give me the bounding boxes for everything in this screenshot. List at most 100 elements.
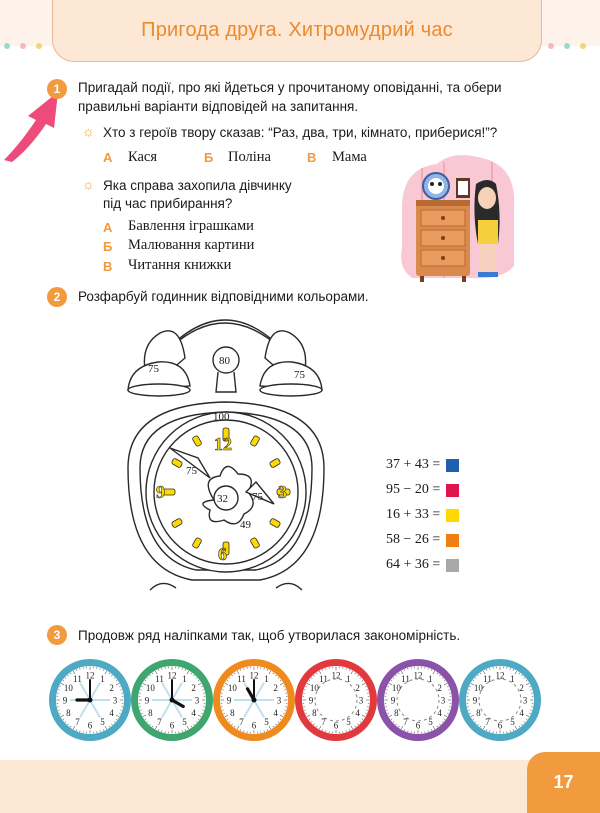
dial-tick bbox=[190, 672, 192, 675]
dial-tick bbox=[104, 670, 108, 675]
dial-tick bbox=[152, 672, 154, 675]
dial-tick bbox=[310, 721, 313, 723]
dial-tick bbox=[398, 725, 400, 728]
answer-option[interactable]: Кася bbox=[128, 149, 158, 165]
dial-tick bbox=[316, 672, 318, 675]
dial-tick bbox=[398, 672, 400, 675]
dial-tick bbox=[70, 672, 72, 675]
dial-number: 12 bbox=[496, 671, 505, 681]
dial-tick bbox=[529, 686, 531, 688]
answer-option[interactable]: Поліна bbox=[228, 149, 271, 165]
dial-tick bbox=[447, 712, 449, 714]
hand-pivot bbox=[169, 697, 175, 703]
dial-tick bbox=[223, 712, 225, 714]
dial-tick bbox=[62, 680, 65, 682]
dial-tick bbox=[64, 677, 67, 679]
alarm-clock-drawing: 12 3 6 9 75 75 80 100 75 32 75 49 bbox=[127, 319, 325, 591]
dial-tick bbox=[283, 686, 285, 688]
dial-tick bbox=[477, 723, 479, 726]
dial-number: 10 bbox=[474, 683, 484, 693]
dial-tick bbox=[197, 680, 200, 682]
dial-tick bbox=[486, 729, 488, 731]
dial-number: 2 bbox=[437, 683, 442, 693]
dial-tick bbox=[441, 721, 444, 723]
color-swatch-orange bbox=[446, 533, 460, 547]
sticker-placeholder[interactable] bbox=[396, 678, 440, 722]
dial-tick bbox=[436, 672, 438, 675]
dial-tick bbox=[392, 677, 395, 679]
sticker-placeholder[interactable] bbox=[314, 678, 358, 722]
dial-tick bbox=[201, 686, 203, 688]
dial-number: 3 bbox=[441, 696, 446, 706]
dial-number: 12 bbox=[86, 671, 95, 681]
dial-tick bbox=[390, 718, 393, 720]
label-right-petal: 75 bbox=[252, 491, 264, 503]
option-letter: В bbox=[103, 259, 113, 274]
dial-tick bbox=[365, 712, 367, 714]
dial-tick bbox=[195, 677, 198, 679]
sticker-placeholder[interactable] bbox=[478, 678, 522, 722]
dial-tick bbox=[354, 672, 356, 675]
dial-tick bbox=[277, 721, 280, 723]
dial-tick bbox=[439, 674, 441, 677]
dial-tick bbox=[350, 670, 354, 675]
dial-tick bbox=[141, 686, 143, 688]
dial-tick bbox=[354, 725, 356, 728]
dial-tick bbox=[529, 712, 531, 714]
dial-number: 4 bbox=[519, 708, 524, 718]
dial-number: 1 bbox=[346, 674, 351, 684]
dial-number: 10 bbox=[310, 683, 320, 693]
dial-tick bbox=[305, 686, 307, 688]
dial-tick bbox=[359, 677, 362, 679]
dial-number: 11 bbox=[319, 674, 328, 684]
answer-option[interactable]: Бавлення іграшками bbox=[128, 218, 254, 234]
dial-tick bbox=[231, 723, 233, 726]
dial-number: 12 bbox=[168, 671, 177, 681]
answer-option[interactable]: Мама bbox=[332, 149, 367, 165]
dial-tick bbox=[392, 721, 395, 723]
dial-tick bbox=[272, 672, 274, 675]
dial-tick bbox=[142, 682, 147, 686]
dial-tick bbox=[361, 714, 366, 718]
answer-option[interactable]: Читання книжки bbox=[128, 257, 232, 273]
dial-tick bbox=[390, 680, 393, 682]
dial-tick bbox=[240, 729, 242, 731]
dial-tick bbox=[514, 670, 518, 675]
dial-tick bbox=[306, 714, 311, 718]
answer-option[interactable]: Малювання картини bbox=[128, 237, 255, 253]
dial-number: 8 bbox=[476, 708, 481, 718]
dial-tick bbox=[361, 718, 364, 720]
dial-tick bbox=[72, 670, 76, 675]
dial-tick bbox=[404, 729, 406, 731]
dial-tick bbox=[60, 714, 65, 718]
dial-tick bbox=[201, 712, 203, 714]
dial-number: 8 bbox=[394, 708, 399, 718]
dial-tick bbox=[158, 729, 160, 731]
dial-tick bbox=[102, 669, 104, 671]
label-top-face: 100 bbox=[213, 411, 230, 423]
clock-face bbox=[302, 666, 370, 734]
equation-row: 16 + 33 = bbox=[386, 507, 460, 523]
dial-tick bbox=[76, 729, 78, 731]
dial-number: 9 bbox=[309, 696, 314, 706]
dial-tick bbox=[277, 677, 280, 679]
dial-number: 11 bbox=[483, 674, 492, 684]
question2-text-line2: під час прибирання? bbox=[103, 196, 233, 211]
equation-row: 64 + 36 = bbox=[386, 557, 460, 573]
color-swatch-red bbox=[446, 483, 460, 497]
label-bottom: 49 bbox=[240, 519, 252, 531]
dial-tick bbox=[388, 714, 393, 718]
dial-tick bbox=[234, 672, 236, 675]
dial-tick bbox=[400, 725, 404, 730]
dial-tick bbox=[154, 670, 158, 675]
dial-tick bbox=[119, 686, 121, 688]
dial-tick bbox=[525, 714, 530, 718]
dial-tick bbox=[283, 712, 285, 714]
dial-tick bbox=[62, 718, 65, 720]
